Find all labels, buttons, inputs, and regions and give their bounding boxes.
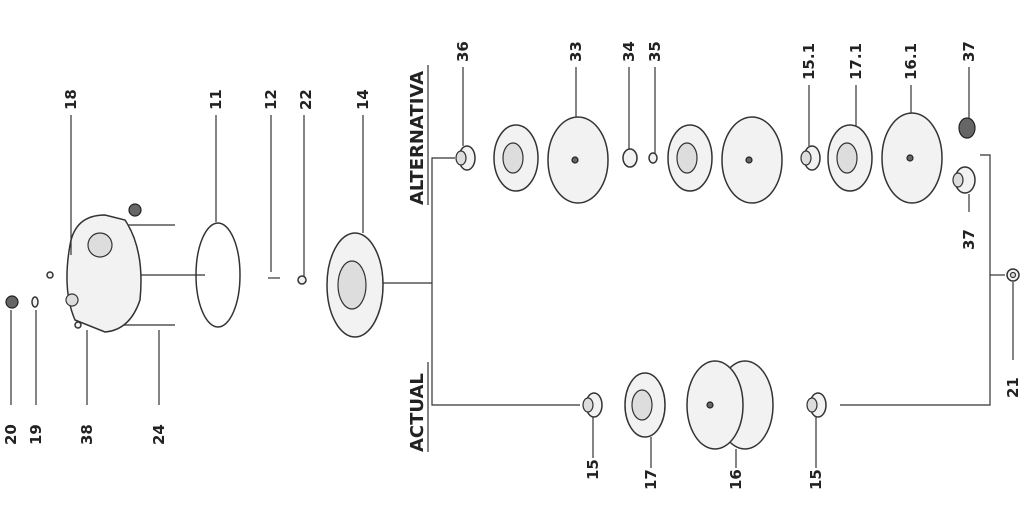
label-12: 12: [262, 89, 280, 110]
washer-22: [297, 275, 307, 285]
label-16: 16: [727, 469, 745, 490]
label-15-1: 15.1: [800, 43, 818, 80]
label-16-1: 16.1: [902, 43, 920, 80]
actual-parts: [582, 360, 827, 450]
label-34: 34: [620, 41, 638, 62]
label-17-1: 17.1: [847, 43, 865, 80]
svg-text:ALTERNATIVA: ALTERNATIVA: [407, 71, 428, 205]
cover-18: [66, 214, 142, 333]
plug-icon: [128, 203, 142, 217]
part-labels: 20 19 38 24 18 11 12 22 14 36 33 34 35 1…: [2, 41, 1022, 490]
group-label-actual: ACTUAL: [407, 362, 429, 452]
cover-assembly: [5, 203, 384, 338]
oring-11: [195, 222, 241, 328]
label-19: 19: [27, 424, 45, 445]
label-24: 24: [150, 424, 168, 445]
oring-19: [31, 296, 39, 308]
svg-text:ACTUAL: ACTUAL: [407, 373, 428, 452]
connector-lines: [380, 154, 1005, 406]
label-38: 38: [78, 424, 96, 445]
label-33: 33: [567, 41, 585, 62]
label-14: 14: [354, 89, 372, 110]
group-label-alternativa: ALTERNATIVA: [407, 65, 429, 205]
label-36: 36: [454, 41, 472, 62]
label-20: 20: [2, 424, 20, 445]
alternative-parts: [455, 112, 1020, 282]
label-18: 18: [62, 89, 80, 110]
label-37-top: 37: [960, 41, 978, 62]
label-11: 11: [207, 89, 225, 110]
label-37-mid: 37: [960, 229, 978, 250]
label-15-left: 15: [584, 459, 602, 480]
label-22: 22: [297, 89, 315, 110]
label-17: 17: [642, 469, 660, 490]
label-35: 35: [646, 41, 664, 62]
label-15-right: 15: [807, 469, 825, 490]
label-21: 21: [1004, 377, 1022, 398]
plug-20: [5, 295, 19, 309]
